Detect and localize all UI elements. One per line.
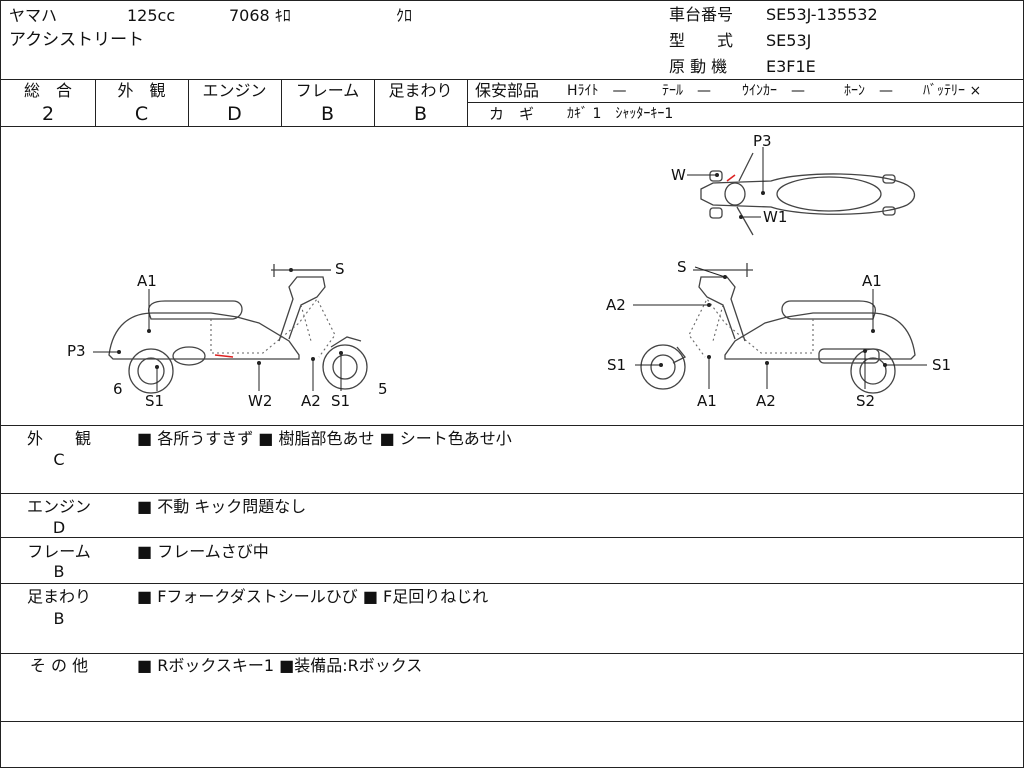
remark-engine-label: エンジン <box>26 497 91 516</box>
overall-label: 総 合 <box>23 81 72 100</box>
frame-no: SE53J-135532 <box>766 5 878 24</box>
label-s1-left-rear: S1 <box>145 392 164 410</box>
label-a1-right-top: A1 <box>862 272 882 290</box>
remark-suspension-grade: B <box>53 609 65 628</box>
scooter-top-view <box>700 152 916 236</box>
frame-grade: B <box>320 103 335 125</box>
exterior-grade: C <box>134 103 149 125</box>
remark-suspension-text: ■ Fフォークダストシールひび ■ F足回りねじれ <box>137 587 489 606</box>
mileage: 7068 ｷﾛ <box>229 6 291 25</box>
remark-other-text: ■ Rボックスキー1 ■装備品:Rボックス <box>137 656 423 675</box>
label-a2-right-top: A2 <box>606 296 626 314</box>
suspension-label: 足まわり <box>388 81 453 100</box>
label-p3-top: P3 <box>753 132 772 150</box>
label-w2-left: W2 <box>248 392 272 410</box>
label-a2-left: A2 <box>301 392 321 410</box>
suspension-grade: B <box>413 103 428 125</box>
safety-label: 保安部品 <box>475 81 540 100</box>
exterior-label: 外 観 <box>117 81 166 100</box>
label-s1-left-front: S1 <box>331 392 350 410</box>
label-s1-right-front: S1 <box>607 356 626 374</box>
color: ｸﾛ <box>396 6 413 25</box>
label-s-right: S <box>677 258 687 276</box>
maker: ヤマハ <box>9 6 58 25</box>
engine-grade: D <box>227 103 242 125</box>
remark-engine-grade: D <box>52 518 66 537</box>
overall-grade: 2 <box>41 103 55 125</box>
label-6-left: 6 <box>113 380 123 398</box>
label-w-top: W <box>671 166 686 184</box>
battery-status: ﾊﾞｯﾃﾘｰ × <box>923 83 982 99</box>
damage-diagram: A1 S P3 6 S1 W2 A2 S1 5 <box>67 132 951 410</box>
headlight-status: Hﾗｲﾄ — <box>567 83 627 99</box>
winker-status: ｳｲﾝｶｰ — <box>742 83 805 99</box>
model-name: アクシストリート <box>9 30 145 50</box>
remark-suspension-label: 足まわり <box>26 587 91 606</box>
engine-label: エンジン <box>202 81 267 100</box>
label-s2-right: S2 <box>856 392 875 410</box>
remark-exterior-grade: C <box>53 450 65 469</box>
remark-frame-text: ■ フレームさび中 <box>137 542 269 561</box>
engine-model-value: E3F1E <box>766 57 816 76</box>
remark-exterior-text: ■ 各所うすきず ■ 樹脂部色あせ ■ シート色あせ小 <box>137 429 512 448</box>
label-a1-right-bottom: A1 <box>697 392 717 410</box>
remark-engine-text: ■ 不動 キック問題なし <box>137 497 307 516</box>
remark-other-label: そ の 他 <box>29 656 89 675</box>
displacement: 125cc <box>127 6 176 25</box>
type-value: SE53J <box>766 31 812 50</box>
horn-status: ﾎｰﾝ — <box>844 83 893 99</box>
scooter-left-view <box>108 264 368 394</box>
engine-model-label: 原 動 機 <box>669 57 728 76</box>
label-p3-left: P3 <box>67 342 86 360</box>
label-s1-right-rear: S1 <box>932 356 951 374</box>
label-a2-right-bottom: A2 <box>756 392 776 410</box>
frame-no-label: 車台番号 <box>669 5 734 24</box>
key-label: カ ギ <box>489 105 535 123</box>
label-a1-left: A1 <box>137 272 157 290</box>
frame-label: フレーム <box>295 81 360 100</box>
remark-exterior-label: 外 観 <box>26 429 91 448</box>
label-5-left: 5 <box>378 380 388 398</box>
remark-frame-label: フレーム <box>27 542 91 561</box>
type-label: 型 式 <box>669 31 734 50</box>
label-w1-top: W1 <box>763 208 787 226</box>
label-s-left: S <box>335 260 345 278</box>
taillight-status: ﾃｰﾙ — <box>662 83 711 99</box>
remark-frame-grade: B <box>53 562 65 581</box>
key-value: ｶｷﾞ 1 ｼｬｯﾀｰｷｰ1 <box>567 106 674 122</box>
